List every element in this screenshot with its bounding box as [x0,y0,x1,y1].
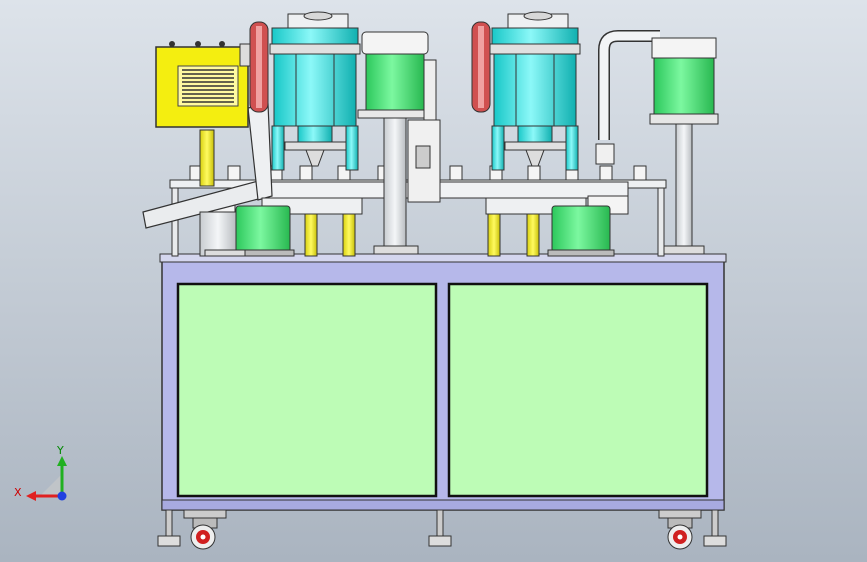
triad-x-label: X [14,486,22,499]
fixture-nest-4 [299,165,313,181]
cabinet-top-plate [159,253,727,263]
center-motor[interactable] [357,31,441,255]
triad-y-label: Y [56,444,64,457]
feeder-bowl [653,57,715,115]
coordinate-triad: X Y [14,444,67,501]
leveling-foot-3 [703,509,727,547]
fixture-nest-13 [633,165,647,181]
triad-origin [57,491,67,501]
leveling-foot-1 [157,509,181,547]
lower-motor-left[interactable] [231,205,295,257]
triad-shade [40,474,62,496]
spindle-unit-right[interactable] [471,11,581,171]
fixture-nest-2 [227,165,241,181]
frame-post-right [657,183,665,257]
fixture-nest-10 [527,165,541,181]
vent-slots [182,69,234,103]
air-cylinder-lower-left [199,211,246,257]
spindle-motor-left [273,53,357,127]
base-cabinet[interactable] [159,253,727,511]
lower-motor-right[interactable] [547,205,615,257]
cabinet-panel-left[interactable] [176,282,438,498]
caster-left [183,509,227,550]
cabinet-panel-right[interactable] [447,282,709,498]
spindle-motor-right [493,53,577,127]
yellow-columns [199,129,579,257]
transfer-rail [261,181,629,199]
casters [157,509,727,550]
cable-glands [169,41,225,47]
leveling-foot-2 [428,509,452,547]
caster-right [658,509,702,550]
vibratory-feeder[interactable] [595,30,719,255]
fixture-nest-8 [449,165,463,181]
fixture-nest-12 [599,165,613,181]
spindle-unit-left[interactable] [249,11,361,171]
cabinet-bottom-rail [161,499,725,511]
control-box[interactable] [155,41,253,128]
